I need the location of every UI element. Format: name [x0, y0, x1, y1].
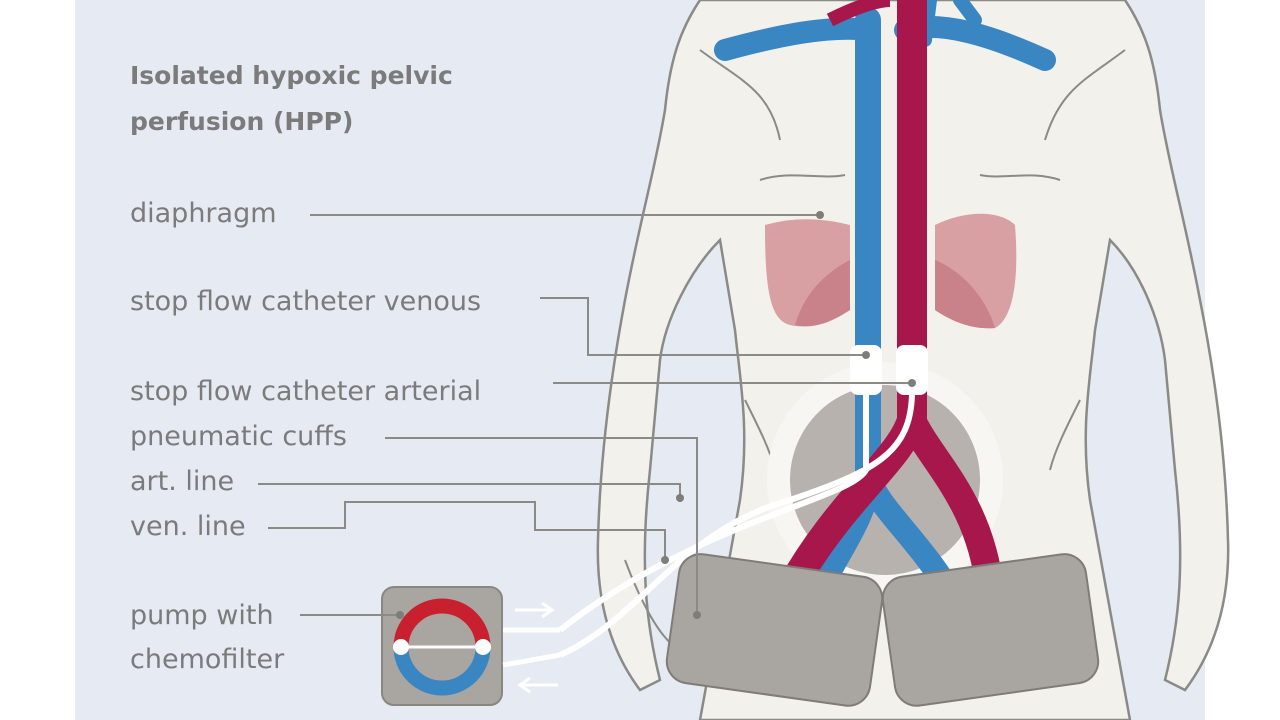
label-pump-line-2: chemofilter: [130, 644, 285, 675]
pump-with-chemofilter: [381, 586, 503, 706]
label-diaphragm: diaphragm: [130, 198, 277, 229]
label-pump-line-1: pump with: [130, 600, 274, 631]
label-pneumatic-cuffs: pneumatic cuffs: [130, 421, 347, 452]
leader-lines: [258, 211, 916, 619]
label-stop-flow-venous: stop flow catheter venous: [130, 286, 481, 317]
flow-lines: [502, 601, 561, 694]
title-line-2: perfusion (HPP): [130, 107, 353, 136]
label-stop-flow-arterial: stop flow catheter arterial: [130, 376, 481, 407]
label-ven-line: ven. line: [130, 511, 246, 542]
label-art-line: art. line: [130, 466, 234, 497]
pneumatic-cuffs: [665, 553, 1100, 707]
lungs: [765, 213, 1017, 329]
title-line-1: Isolated hypoxic pelvic: [130, 61, 453, 90]
